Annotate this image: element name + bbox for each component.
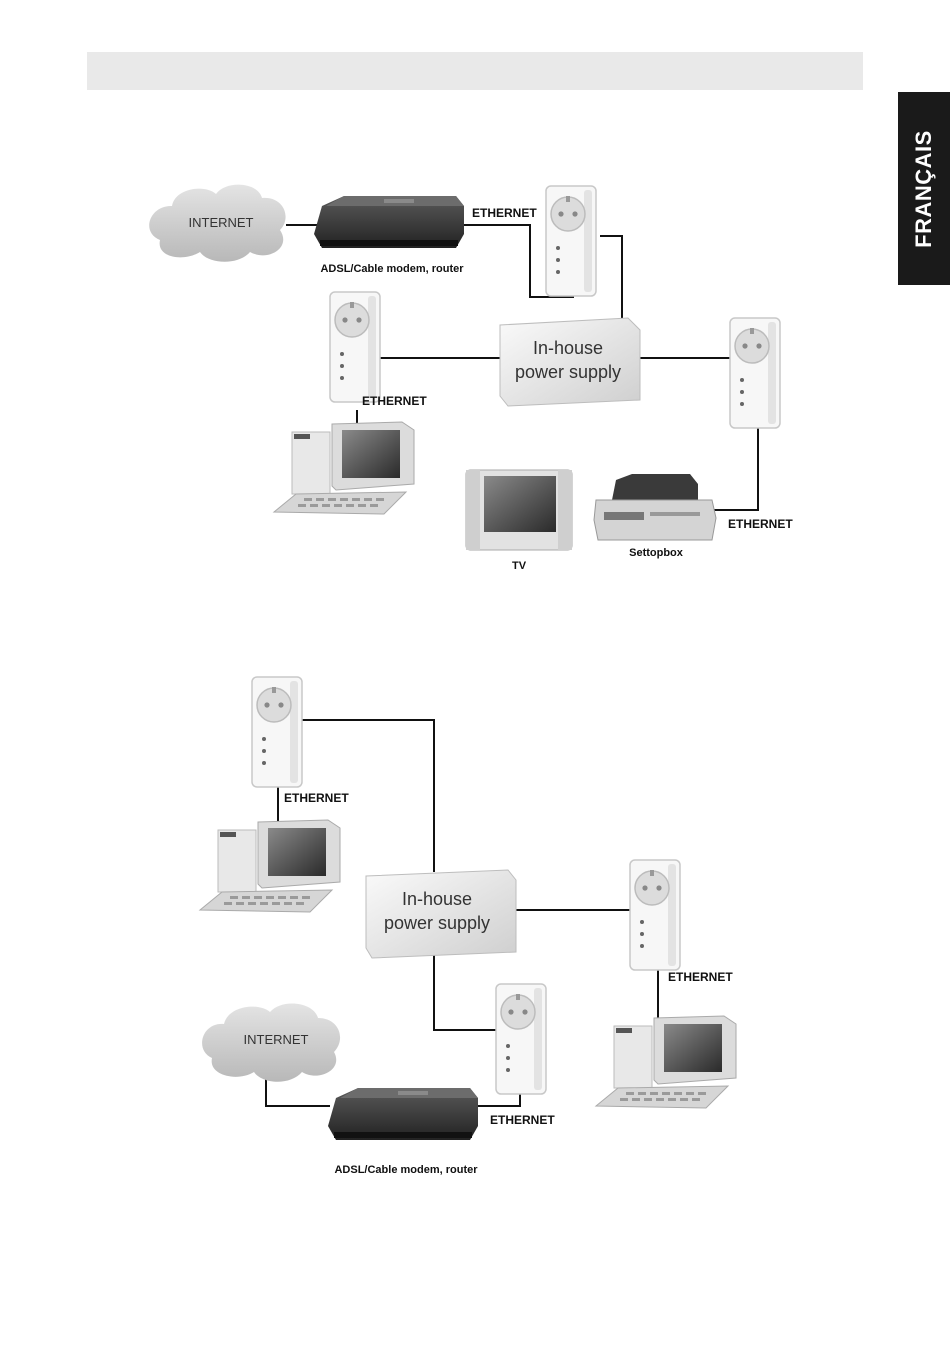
wire-adapter-power [600, 236, 622, 320]
diagram-2: ETHERNET In-house power supply ETHERNET … [200, 677, 736, 1176]
tv [466, 470, 572, 550]
powerline-adapter-bottom [496, 984, 546, 1094]
internet-cloud: INTERNET [202, 1003, 340, 1081]
ethernet-label-right: ETHERNET [728, 517, 793, 531]
in-house-power-supply: In-house power supply [500, 318, 640, 406]
ethernet-label-top: ETHERNET [472, 206, 537, 220]
ethernet-label-left: ETHERNET [362, 394, 427, 408]
powerline-adapter-right [630, 860, 680, 970]
settopbox [594, 474, 716, 540]
power-supply-line1: In-house [402, 889, 472, 909]
modem-label: ADSL/Cable modem, router [320, 263, 464, 275]
power-supply-line2: power supply [384, 913, 490, 933]
internet-label: INTERNET [189, 215, 254, 230]
settopbox-label: Settopbox [629, 547, 684, 559]
computer-1 [274, 422, 414, 514]
modem-router [314, 196, 464, 248]
diagram-1: INTERNET ADSL/Cable modem, router ETHERN… [149, 185, 793, 572]
ethernet-label-bottom: ETHERNET [490, 1113, 555, 1127]
in-house-power-supply: In-house power supply [366, 870, 516, 958]
internet-label: INTERNET [244, 1032, 309, 1047]
modem-router [328, 1088, 478, 1140]
powerline-adapter-top [252, 677, 302, 787]
power-supply-line2: power supply [515, 362, 621, 382]
powerline-adapter-top [546, 186, 596, 296]
wire-power-bottom-adapter [434, 955, 496, 1030]
powerline-adapter-right [730, 318, 780, 428]
internet-cloud: INTERNET [149, 185, 285, 262]
ethernet-label-top: ETHERNET [284, 791, 349, 805]
wire-adapter-settopbox [710, 420, 758, 510]
ethernet-label-right: ETHERNET [668, 970, 733, 984]
modem-label: ADSL/Cable modem, router [334, 1164, 478, 1176]
tv-label: TV [512, 560, 527, 572]
computer-top [200, 820, 340, 912]
powerline-adapter-left [330, 292, 380, 402]
computer-right [596, 1016, 736, 1108]
power-supply-line1: In-house [533, 338, 603, 358]
